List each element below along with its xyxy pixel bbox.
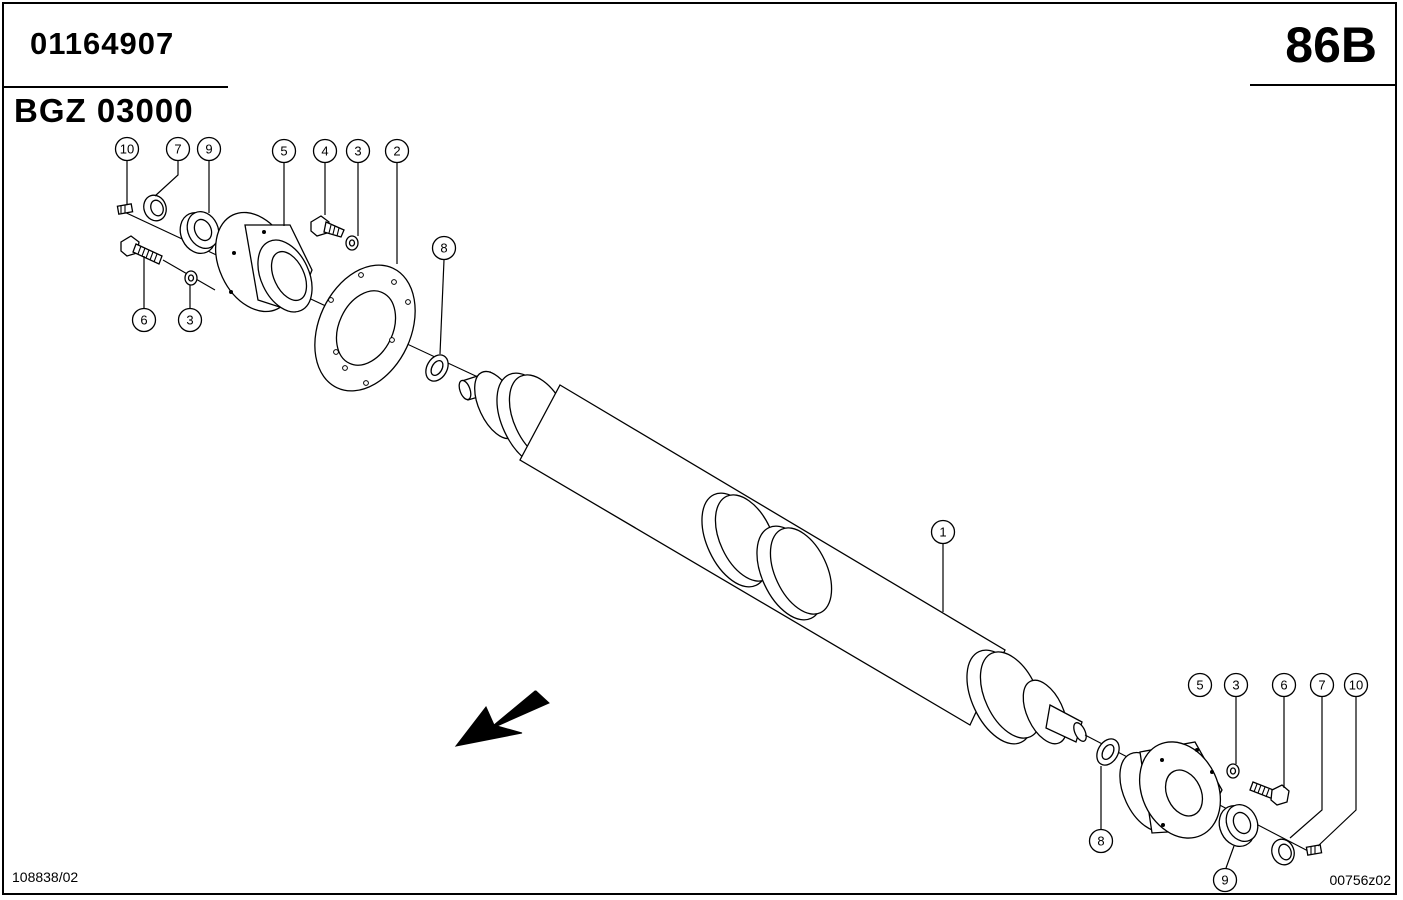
document-reference: 108838/02 — [12, 869, 79, 885]
svg-text:5: 5 — [280, 144, 287, 159]
flange-housing-left — [215, 211, 313, 313]
svg-text:6: 6 — [140, 313, 147, 328]
callout-left-7: 7 — [165, 136, 191, 162]
callout-leaders — [126, 160, 1357, 869]
callout-right-8: 8 — [1088, 828, 1114, 854]
bearing-left — [179, 211, 220, 254]
svg-text:5: 5 — [1196, 678, 1203, 693]
callout-left-5: 5 — [271, 138, 297, 164]
part-number-underline — [4, 86, 228, 88]
callout-right-9: 9 — [1212, 867, 1238, 893]
page-code: 86B — [1285, 17, 1377, 73]
washer-3-right — [1226, 763, 1240, 779]
callout-left-9: 9 — [196, 136, 222, 162]
direction-arrow-icon — [454, 690, 550, 747]
part-number: 01164907 — [30, 26, 175, 61]
flange-housing-right — [1119, 741, 1223, 839]
callout-shaft-1: 1 — [930, 519, 956, 545]
flange-plate — [314, 264, 416, 392]
spacer-ring-left — [425, 354, 449, 382]
bolt-6-left — [120, 235, 163, 265]
svg-text:1: 1 — [939, 525, 946, 540]
callout-right-10: 10 — [1343, 672, 1369, 698]
callout-left-3-bottom: 3 — [177, 307, 203, 333]
callout-left-4: 4 — [312, 138, 338, 164]
callout-left-6: 6 — [131, 307, 157, 333]
washer-3-bottom-left — [184, 270, 198, 286]
bolt-4-left — [310, 215, 345, 238]
svg-text:9: 9 — [205, 142, 212, 157]
set-screw-left — [116, 203, 134, 215]
set-screw-right — [1305, 844, 1323, 856]
svg-text:3: 3 — [1232, 678, 1239, 693]
callout-left-8: 8 — [431, 235, 457, 261]
svg-text:9: 9 — [1221, 873, 1228, 888]
callout-right-7: 7 — [1309, 672, 1335, 698]
svg-text:4: 4 — [321, 144, 328, 159]
locking-collar-left — [143, 194, 167, 222]
callout-right-5: 5 — [1187, 672, 1213, 698]
svg-text:10: 10 — [120, 142, 134, 157]
callout-left-3-top: 3 — [345, 138, 371, 164]
bearing-right — [1218, 804, 1259, 847]
locking-collar-right — [1271, 838, 1295, 866]
svg-text:3: 3 — [354, 144, 361, 159]
callout-right-6: 6 — [1271, 672, 1297, 698]
svg-text:8: 8 — [1097, 834, 1104, 849]
page-code-underline — [1250, 84, 1397, 86]
callout-left-2: 2 — [384, 138, 410, 164]
washer-3-top-left — [345, 235, 359, 251]
svg-text:8: 8 — [440, 241, 447, 256]
callout-right-3: 3 — [1223, 672, 1249, 698]
bolt-6-right — [1249, 781, 1290, 806]
spacer-ring-right — [1096, 738, 1120, 766]
figure-reference: 00756z02 — [1329, 872, 1391, 888]
svg-text:6: 6 — [1280, 678, 1287, 693]
svg-text:7: 7 — [174, 142, 181, 157]
svg-text:10: 10 — [1349, 678, 1363, 693]
svg-text:3: 3 — [186, 313, 193, 328]
group-code: BGZ 03000 — [14, 92, 194, 129]
svg-text:2: 2 — [393, 144, 400, 159]
svg-text:7: 7 — [1318, 678, 1325, 693]
callout-left-10: 10 — [114, 136, 140, 162]
drive-shaft — [458, 370, 1087, 745]
